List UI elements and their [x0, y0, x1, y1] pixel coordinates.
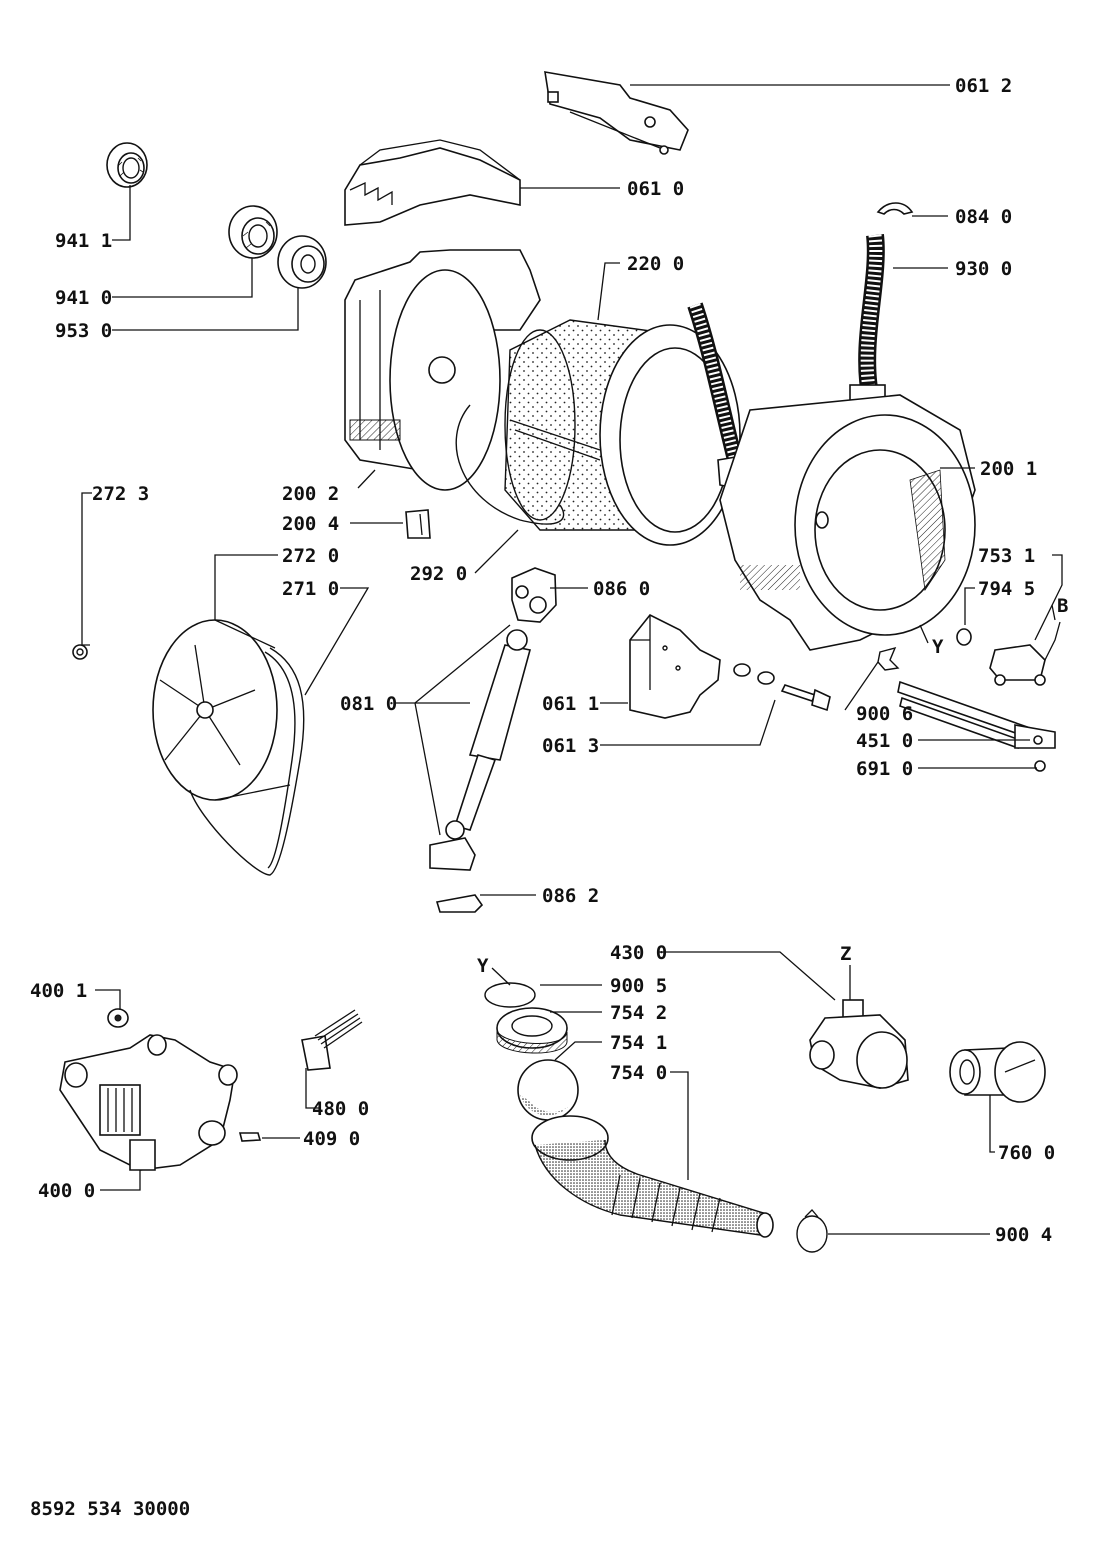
part-labels: 061 2 061 0 084 0 941 1 220 0 930 0 941 … — [30, 75, 1068, 1246]
label-z: Z — [840, 943, 851, 965]
part-451-0-heater-drawing — [897, 680, 1056, 750]
part-086-0-bracket-drawing — [511, 567, 557, 623]
label-953-0: 953 0 — [55, 320, 112, 342]
part-953-0-seal-drawing — [277, 235, 327, 289]
label-086-2: 086 2 — [542, 885, 599, 907]
label-292-0: 292 0 — [410, 563, 467, 585]
label-084-0: 084 0 — [955, 206, 1012, 228]
part-272-3-nut-drawing — [72, 644, 88, 660]
part-430-0-pump-drawing — [809, 999, 909, 1089]
label-753-1: 753 1 — [978, 545, 1035, 567]
part-900-6-clip-drawing — [877, 646, 900, 671]
part-900-4-clamp-drawing — [796, 1209, 828, 1253]
part-061-3-bolt-drawing — [733, 663, 831, 712]
label-081-0: 081 0 — [340, 693, 397, 715]
part-061-0-cover-drawing — [344, 139, 521, 226]
label-400-0: 400 0 — [38, 1180, 95, 1202]
label-y-2: Y — [477, 955, 489, 977]
label-941-1: 941 1 — [55, 230, 112, 252]
part-941-1-bearing-drawing — [106, 142, 148, 188]
label-430-0: 430 0 — [610, 942, 667, 964]
part-220-0-drum-drawing — [504, 319, 741, 546]
label-y-1: Y — [932, 636, 944, 658]
part-081-0-damper-drawing — [445, 629, 531, 840]
label-086-0: 086 0 — [593, 578, 650, 600]
part-754-0-hose-drawing — [531, 1115, 774, 1238]
label-900-6: 900 6 — [856, 703, 913, 725]
part-409-0-drawing — [238, 1132, 262, 1142]
document-number: 8592 534 30000 — [30, 1498, 190, 1520]
part-754-2-ring-drawing — [496, 1007, 568, 1054]
label-900-4: 900 4 — [995, 1224, 1052, 1246]
label-272-0: 272 0 — [282, 545, 339, 567]
part-200-1-front-tub-drawing — [719, 394, 976, 651]
label-760-0: 760 0 — [998, 1142, 1055, 1164]
part-200-2-rear-tub-drawing — [344, 249, 541, 491]
label-061-0: 061 0 — [627, 178, 684, 200]
label-754-2: 754 2 — [610, 1002, 667, 1024]
part-941-0-bearing-drawing — [228, 205, 278, 259]
part-400-0-motor-drawing — [59, 1034, 238, 1171]
label-930-0: 930 0 — [955, 258, 1012, 280]
part-400-1-drawing — [107, 1008, 129, 1028]
label-200-1: 200 1 — [980, 458, 1037, 480]
part-691-0-nut-drawing — [1034, 760, 1046, 772]
label-941-0: 941 0 — [55, 287, 112, 309]
part-753-1-sensor-drawing — [989, 621, 1061, 686]
label-691-0: 691 0 — [856, 758, 913, 780]
part-200-4-clip-drawing — [405, 509, 431, 539]
label-754-0: 754 0 — [610, 1062, 667, 1084]
part-760-0-filter-drawing — [949, 1041, 1046, 1103]
label-061-3: 061 3 — [542, 735, 599, 757]
label-b: B — [1057, 595, 1068, 617]
part-754-1-ball-drawing — [517, 1059, 579, 1121]
label-400-1: 400 1 — [30, 980, 87, 1002]
label-900-5: 900 5 — [610, 975, 667, 997]
label-409-0: 409 0 — [303, 1128, 360, 1150]
label-200-2: 200 2 — [282, 483, 339, 505]
label-754-1: 754 1 — [610, 1032, 667, 1054]
label-061-1: 061 1 — [542, 693, 599, 715]
part-794-5-bush-drawing — [956, 628, 972, 646]
label-271-0: 271 0 — [282, 578, 339, 600]
part-272-0-pulley-drawing — [152, 619, 291, 801]
label-451-0: 451 0 — [856, 730, 913, 752]
leader-lines — [81, 84, 1063, 1235]
part-086-2-bracket-drawing — [429, 837, 484, 913]
label-061-2: 061 2 — [955, 75, 1012, 97]
part-930-0-hose-drawing — [849, 234, 886, 416]
part-900-5-ring-drawing — [484, 982, 536, 1008]
label-220-0: 220 0 — [627, 253, 684, 275]
label-794-5: 794 5 — [978, 578, 1035, 600]
label-200-4: 200 4 — [282, 513, 339, 535]
label-272-3: 272 3 — [92, 483, 149, 505]
part-061-1-counterweight-drawing — [629, 613, 721, 719]
part-061-2-bracket-drawing — [544, 71, 689, 155]
part-480-0-connector-drawing — [301, 1009, 363, 1071]
part-084-0-clip-drawing — [876, 202, 914, 215]
label-480-0: 480 0 — [312, 1098, 369, 1120]
part-271-0-belt-drawing — [189, 647, 305, 876]
